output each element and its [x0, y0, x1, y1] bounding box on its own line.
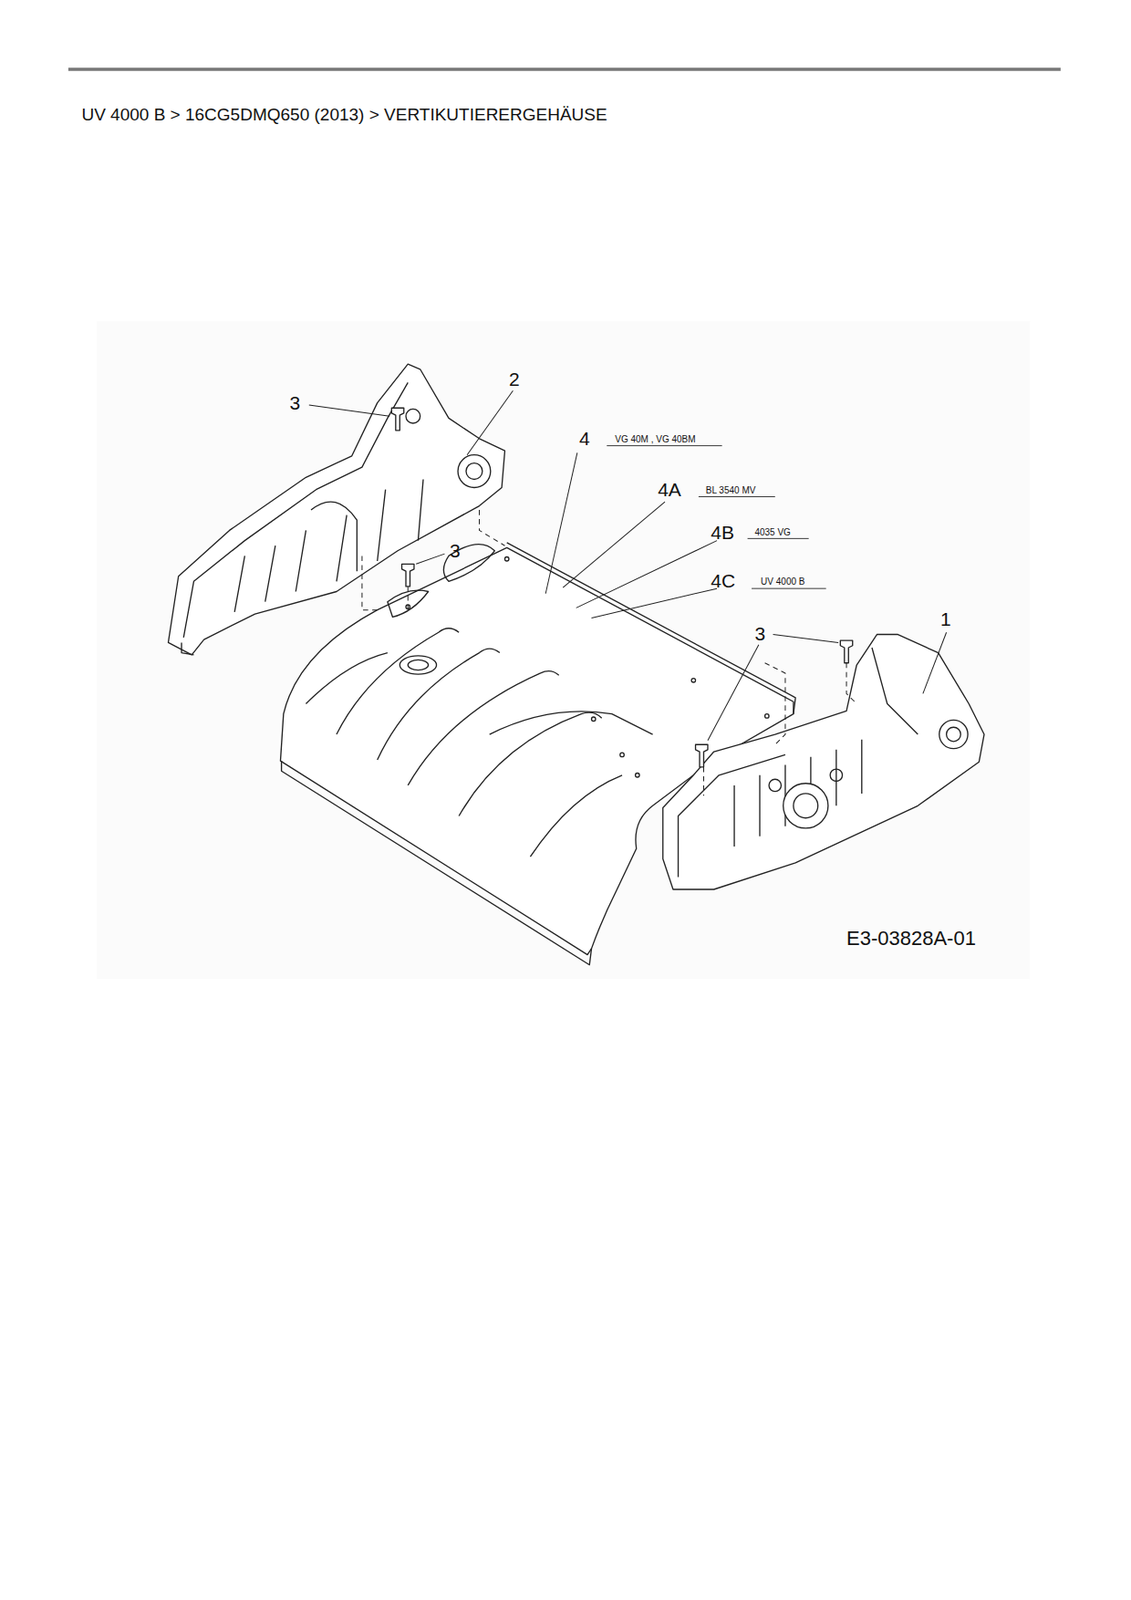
figure-code: E3-03828A-01	[846, 927, 976, 950]
callout-number: 1	[940, 608, 952, 630]
label-underline	[606, 446, 826, 590]
header-rule	[68, 67, 1061, 71]
callout-number: 4A	[657, 478, 682, 500]
page-title: UV 4000 B > 16CG5DMQ650 (2013) > VERTIKU…	[81, 105, 607, 125]
figure-ground	[96, 321, 1030, 979]
leader-line	[309, 390, 947, 741]
callout-number: 3	[754, 623, 766, 645]
side-plate-left	[167, 363, 505, 655]
side-plate-right	[663, 633, 985, 890]
model-label: VG 40M , VG 40BM	[614, 433, 696, 444]
callout-number: 3	[290, 392, 301, 414]
assembly-line	[362, 509, 857, 796]
model-label: BL 3540 MV	[705, 484, 757, 495]
callout-number: 3	[449, 539, 461, 561]
callout-number: 2	[508, 368, 520, 390]
screw	[391, 407, 852, 768]
callout-number: 4	[579, 427, 591, 449]
callout-number: 4C	[710, 570, 736, 592]
model-label: UV 4000 B	[760, 576, 805, 587]
model-label: 4035 VG	[754, 526, 790, 537]
callout-number: 4B	[710, 521, 735, 543]
